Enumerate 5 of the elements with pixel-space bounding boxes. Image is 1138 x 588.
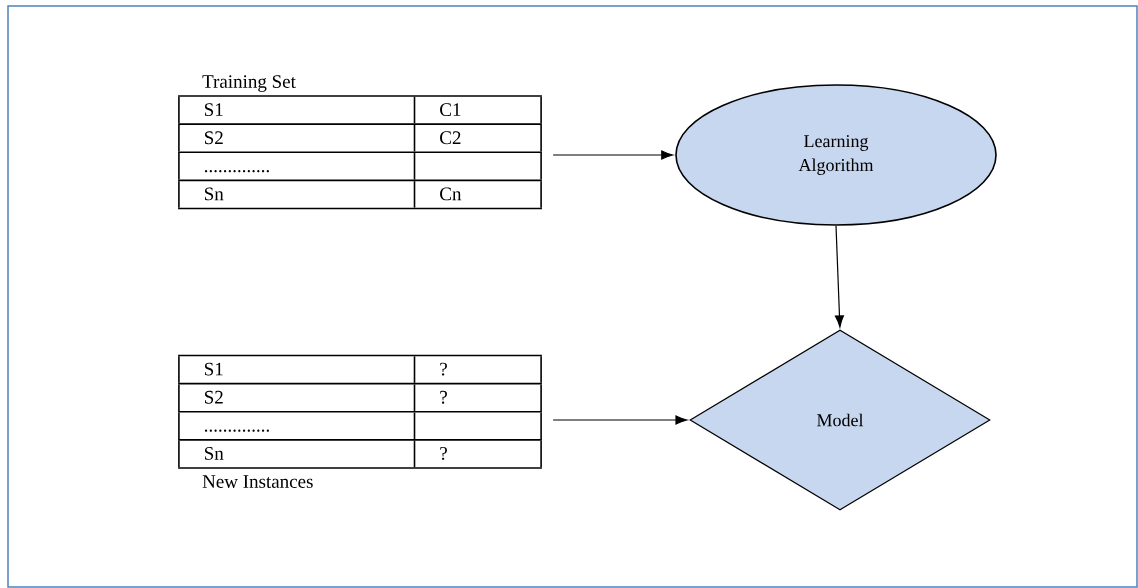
arrow — [834, 225, 845, 328]
data-table: S1 ? S2 ? .............. Sn ? New Instances — [177, 354, 543, 488]
arrow — [552, 415, 688, 425]
arrow — [552, 150, 674, 160]
data-table: Training Set S1 C1 S2 C2 .............. Sn Cn — [177, 75, 543, 210]
